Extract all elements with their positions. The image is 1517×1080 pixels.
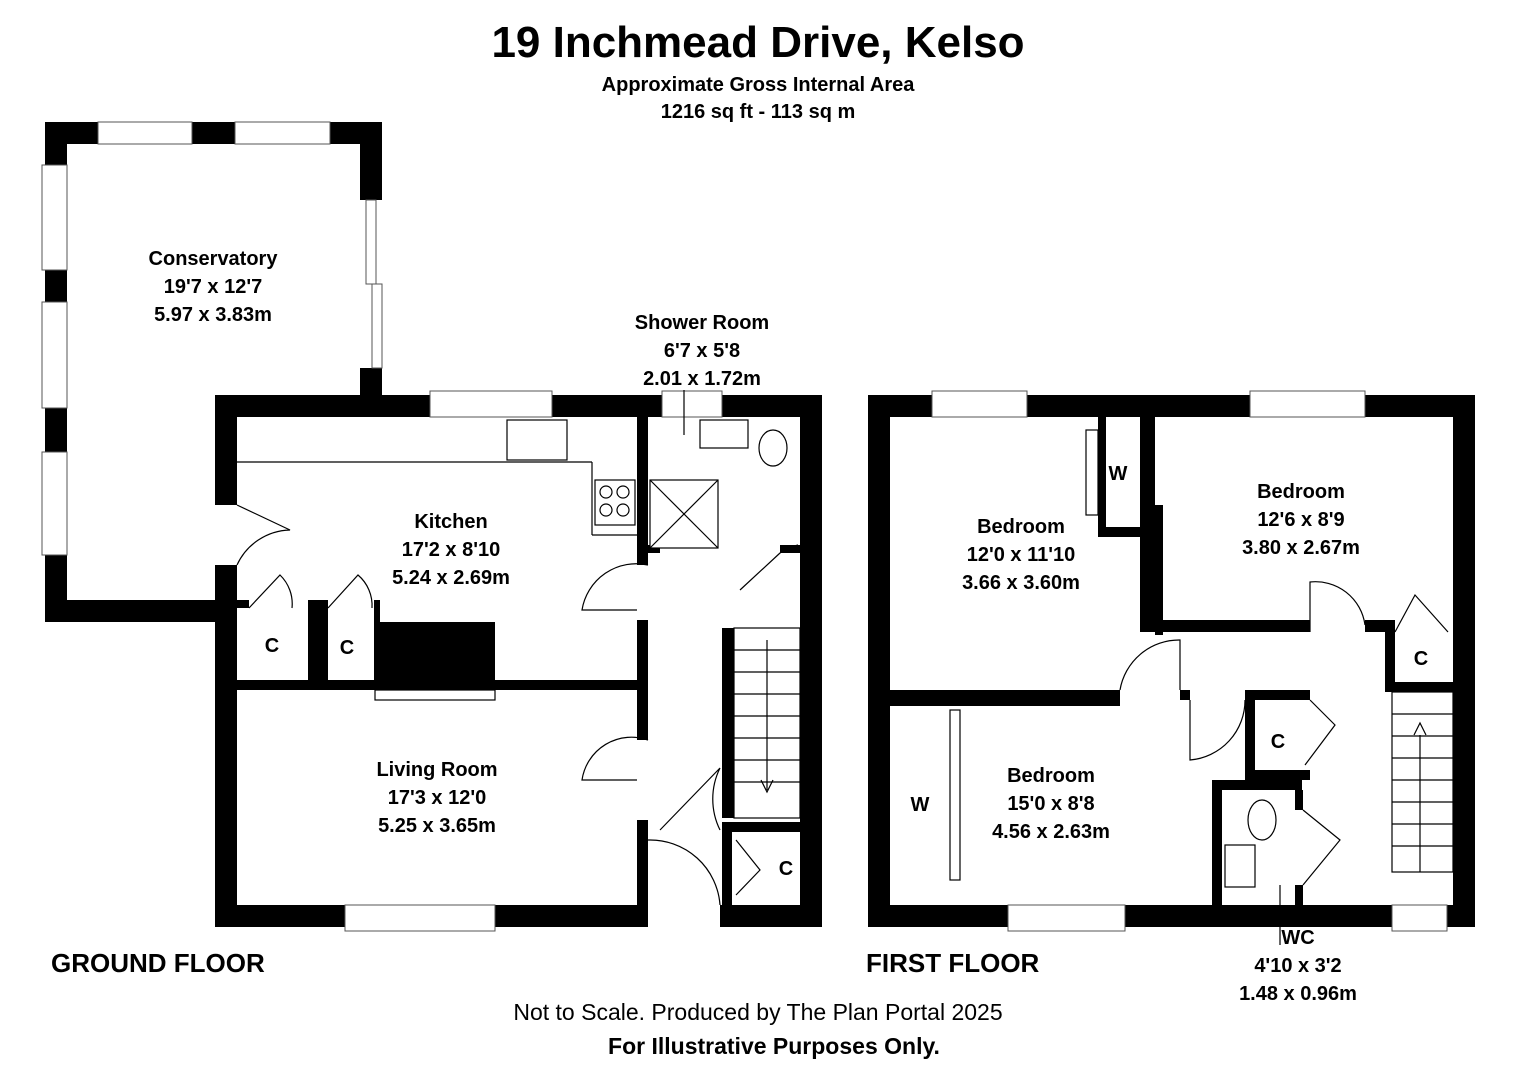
first-floor-label: FIRST FLOOR bbox=[866, 948, 1040, 978]
cupboard-label: C bbox=[1271, 731, 1285, 753]
room-size-metric: 3.80 x 2.67m bbox=[1242, 537, 1360, 559]
cupboard-label: C bbox=[779, 858, 793, 880]
room-name: Bedroom bbox=[1257, 481, 1345, 503]
room-size-metric: 3.66 x 3.60m bbox=[962, 572, 1080, 594]
first-floor-plan: Bedroom 12'0 x 11'10 3.66 x 3.60m Bedroo… bbox=[868, 390, 1475, 1005]
room-size-metric: 1.48 x 0.96m bbox=[1239, 983, 1357, 1005]
room-name: Bedroom bbox=[977, 516, 1065, 538]
cupboard-label: C bbox=[340, 637, 354, 659]
plan-area: 1216 sq ft - 113 sq m bbox=[661, 101, 856, 123]
plan-subtitle: Approximate Gross Internal Area bbox=[602, 74, 916, 96]
toilet bbox=[1247, 799, 1277, 841]
room-size-metric: 2.01 x 1.72m bbox=[643, 368, 761, 390]
ground-floor-plan: Conservatory 19'7 x 12'7 5.97 x 3.83m Sh… bbox=[41, 121, 822, 932]
room-name: Kitchen bbox=[414, 511, 487, 533]
basin bbox=[1224, 844, 1256, 888]
cupboard-label: C bbox=[1414, 648, 1428, 670]
room-size-metric: 4.56 x 2.63m bbox=[992, 821, 1110, 843]
room-size-imperial: 12'0 x 11'10 bbox=[967, 544, 1076, 566]
room-size-imperial: 17'3 x 12'0 bbox=[388, 787, 487, 809]
hob bbox=[594, 479, 636, 526]
toilet bbox=[758, 429, 788, 467]
room-name: Bedroom bbox=[1007, 765, 1095, 787]
room-size-metric: 5.24 x 2.69m bbox=[392, 567, 510, 589]
cupboard-label: C bbox=[265, 635, 279, 657]
room-size-imperial: 4'10 x 3'2 bbox=[1254, 955, 1341, 977]
wardrobe-label: W bbox=[1109, 463, 1128, 485]
room-name: WC bbox=[1281, 927, 1314, 949]
illustrative-note: For Illustrative Purposes Only. bbox=[608, 1033, 940, 1059]
room-size-imperial: 17'2 x 8'10 bbox=[402, 539, 501, 561]
kitchen-sink bbox=[506, 419, 568, 461]
room-size-imperial: 6'7 x 5'8 bbox=[664, 340, 740, 362]
room-name: Conservatory bbox=[149, 248, 279, 270]
room-size-imperial: 15'0 x 8'8 bbox=[1007, 793, 1094, 815]
wardrobe-label: W bbox=[911, 794, 930, 816]
room-size-imperial: 19'7 x 12'7 bbox=[164, 276, 263, 298]
staircase bbox=[1391, 691, 1454, 873]
room-name: Living Room bbox=[376, 759, 497, 781]
basin bbox=[699, 419, 749, 449]
ground-floor-label: GROUND FLOOR bbox=[51, 948, 265, 978]
plan-title: 19 Inchmead Drive, Kelso bbox=[491, 18, 1024, 67]
room-size-metric: 5.97 x 3.83m bbox=[154, 304, 272, 326]
disclaimer: Not to Scale. Produced by The Plan Porta… bbox=[513, 999, 1002, 1025]
room-size-imperial: 12'6 x 8'9 bbox=[1257, 509, 1344, 531]
staircase bbox=[733, 627, 801, 819]
room-size-metric: 5.25 x 3.65m bbox=[378, 815, 496, 837]
room-name: Shower Room bbox=[635, 312, 769, 334]
